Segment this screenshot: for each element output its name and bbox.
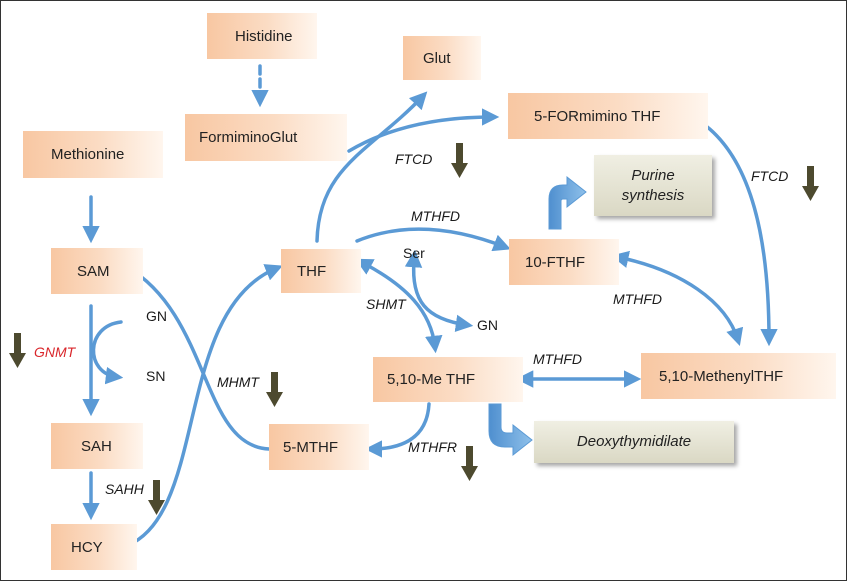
down-arrow-gnmt <box>9 333 26 368</box>
sam-node: SAM <box>51 248 143 294</box>
enzyme-mthfd-top: MTHFD <box>411 208 460 224</box>
methenyl-thf-node: 5,10-MethenylTHF <box>641 353 836 399</box>
to-purine-arrow <box>548 175 587 230</box>
enzyme-mthfd-mid: MTHFD <box>533 351 582 367</box>
forthf-node: 5-FORmimino THF <box>508 93 708 139</box>
methylene-to-mthf-arrow <box>364 402 431 458</box>
mthf-to-sam-arrow <box>121 263 271 451</box>
mthf-label: 5-MTHF <box>283 438 338 456</box>
gn-to-sn-loop <box>91 320 124 385</box>
forminoglut-label: FormiminoGlut <box>199 129 298 146</box>
enzyme-gnmt: GNMT <box>34 344 76 360</box>
hcy-label: HCY <box>71 538 103 556</box>
methionine-node: Methionine <box>23 131 163 178</box>
thf-node: THF <box>281 249 361 293</box>
sam-label: SAM <box>77 262 110 280</box>
ftf-methenyl-arrow <box>611 250 744 347</box>
purine-line1: Purine <box>631 166 675 184</box>
enzyme-sahh: SAHH <box>105 481 144 497</box>
thf-to-glut-arrow <box>315 91 428 243</box>
down-arrow-sahh <box>148 480 165 515</box>
purine-line2: synthesis <box>621 186 685 204</box>
down-arrow-mthfr <box>461 446 478 481</box>
methenyl-thf-label: 5,10-MethenylTHF <box>659 367 784 385</box>
ser-label: Ser <box>403 245 425 261</box>
thf-label: THF <box>297 262 327 280</box>
gn-mid-label: GN <box>477 317 498 333</box>
enzyme-mthfd-right: MTHFD <box>613 291 662 307</box>
to-deoxythymidilate-arrow <box>488 403 533 457</box>
forminoglut-node: FormiminoGlut <box>185 114 347 161</box>
down-arrow-ftcd-top <box>451 143 468 178</box>
down-arrow-ftcd-right <box>802 166 819 201</box>
methylene-thf-node: 5,10-Me THF <box>373 357 523 402</box>
deoxythymidilate-label: Deoxythymidilate <box>576 433 692 450</box>
glut-label: Glut <box>423 49 451 67</box>
hcy-node: HCY <box>51 524 137 570</box>
sah-node: SAH <box>51 423 143 469</box>
histidine-label: Histidine <box>235 27 293 45</box>
deoxythymidilate-box: Deoxythymidilate <box>534 421 734 463</box>
ser-to-gn-arrow <box>404 249 474 333</box>
forminoglut-to-forthf-arrow <box>347 108 500 153</box>
methionine-label: Methionine <box>51 146 125 163</box>
sn-left-label: SN <box>146 368 166 384</box>
enzyme-mhmt: MHMT <box>217 374 259 390</box>
enzyme-shmt: SHMT <box>366 296 406 312</box>
forthf-to-methenyl-arrow <box>689 114 778 347</box>
hcy-to-thf-arrow <box>119 264 283 550</box>
ftf-node: 10-FTHF <box>509 239 619 285</box>
enzyme-ftcd-top: FTCD <box>395 151 433 167</box>
thf-to-ftf-arrow <box>355 227 511 252</box>
enzyme-ftcd-right: FTCD <box>751 168 789 184</box>
purine-synthesis-box: Purine synthesis <box>594 155 712 216</box>
down-arrow-mhmt <box>266 372 283 407</box>
ftf-label: 10-FTHF <box>525 253 585 271</box>
methylene-thf-label: 5,10-Me THF <box>387 371 476 388</box>
enzyme-mthfr: MTHFR <box>408 439 457 455</box>
histidine-node: Histidine <box>207 13 317 59</box>
sah-label: SAH <box>81 437 112 455</box>
mthf-node: 5-MTHF <box>269 424 369 470</box>
forthf-label: 5-FORmimino THF <box>534 107 661 125</box>
glut-node: Glut <box>403 36 481 80</box>
gn-left-label: GN <box>146 308 167 324</box>
